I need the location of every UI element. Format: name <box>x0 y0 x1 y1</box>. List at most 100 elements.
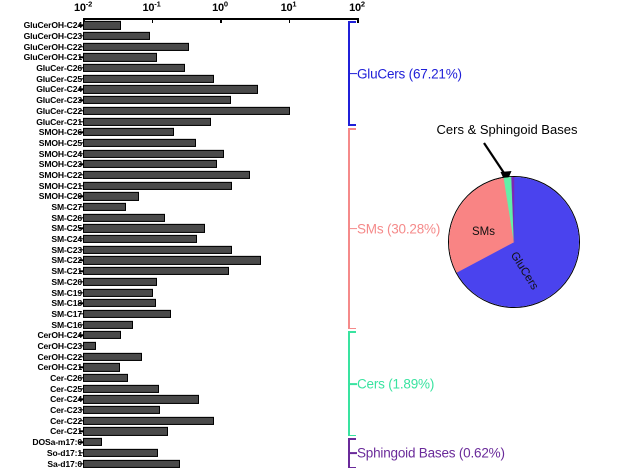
bar <box>83 267 229 276</box>
bar-category-label: So-d17:1 <box>46 447 82 458</box>
bar-category-label: Cer-C26 <box>50 373 82 384</box>
bracket-stem <box>348 72 357 75</box>
bar <box>83 74 215 83</box>
bar-row: SMOH-C25 <box>0 138 372 149</box>
bar <box>83 352 142 361</box>
y-axis-tick <box>79 291 83 294</box>
y-axis-tick <box>79 195 83 198</box>
bar <box>83 160 217 169</box>
x-axis-tick-label: 102 <box>349 0 365 14</box>
bar-row: SMOH-C20 <box>0 191 372 202</box>
bar-row: Cer-C23 <box>0 405 372 416</box>
bar <box>83 448 159 457</box>
bracket-cap-bot <box>348 124 356 126</box>
bracket-cap-top <box>348 438 356 441</box>
bar-category-label: Sa-d17:0 <box>47 458 82 469</box>
y-axis-tick <box>79 334 83 336</box>
bracket-cap-bot <box>348 434 356 437</box>
pie-slice <box>456 177 579 307</box>
y-axis-tick <box>79 281 83 283</box>
bar-category-label: Cer-C24 <box>50 394 82 405</box>
bar-category-label: GluCer-C24 <box>36 84 82 95</box>
bar-category-label: SM-C18 <box>51 298 82 309</box>
y-axis-tick <box>79 377 83 379</box>
bar-row: SM-C19 <box>0 287 372 298</box>
bar <box>83 181 233 190</box>
bar-row: GluCerOH-C21 <box>0 52 372 63</box>
bar <box>83 320 133 329</box>
bar-category-label: GluCerOH-C23 <box>23 31 83 42</box>
bar-row: GluCer-C26 <box>0 63 372 74</box>
bar <box>83 245 233 254</box>
bar <box>83 438 103 447</box>
bar <box>83 373 128 383</box>
bar <box>83 416 215 425</box>
bar <box>83 149 225 158</box>
bar <box>83 235 197 244</box>
y-axis-tick <box>79 184 83 187</box>
y-axis-tick <box>79 430 83 433</box>
y-axis-tick <box>79 174 83 176</box>
bar <box>83 96 232 105</box>
bar-category-label: SMOH-C22 <box>38 169 82 180</box>
y-axis-tick <box>79 345 83 347</box>
bar <box>83 64 186 73</box>
y-axis-tick <box>79 110 83 112</box>
x-axis-tick <box>83 18 85 23</box>
bar-category-label: SM-C23 <box>51 244 82 255</box>
y-axis-tick <box>79 163 83 165</box>
bar <box>83 331 122 340</box>
bracket-stem <box>348 382 357 385</box>
bar <box>83 406 161 415</box>
bar-category-label: SM-C25 <box>51 223 82 234</box>
bar-category-label: SMOH-C23 <box>38 159 82 170</box>
bar-category-label: SMOH-C24 <box>38 148 82 159</box>
bar-category-label: Cer-C21 <box>50 426 82 437</box>
y-axis-tick <box>79 24 83 27</box>
bar-category-label: CerOH-C21 <box>37 362 83 373</box>
bar-row: CerOH-C21 <box>0 362 372 373</box>
bar-row: GluCer-C22 <box>0 106 372 117</box>
bar-row: SM-C24 <box>0 234 372 245</box>
bar <box>83 341 97 351</box>
bar-row: Cer-C26 <box>0 373 372 384</box>
bracket-cap-top <box>348 331 356 334</box>
bar-row: SMOH-C22 <box>0 170 372 181</box>
bar <box>83 277 157 286</box>
bar-row: SM-C27 <box>0 202 372 213</box>
y-axis-tick <box>79 142 83 144</box>
y-axis-tick <box>79 152 83 155</box>
bar-category-label: SM-C16 <box>51 319 82 330</box>
pie-slice <box>511 177 515 243</box>
bar-category-label: Cer-C25 <box>50 383 82 394</box>
y-axis-tick <box>79 313 83 315</box>
bar-row: SM-C18 <box>0 298 372 309</box>
bar-row: SM-C16 <box>0 319 372 330</box>
bar-category-label: SM-C19 <box>51 287 82 298</box>
pie-slices <box>449 177 579 307</box>
bar-category-label: GluCer-C23 <box>36 95 82 106</box>
bar <box>83 309 171 318</box>
y-axis-tick <box>79 302 83 304</box>
bar <box>83 363 121 372</box>
bar-row: GluCerOH-C22 <box>0 41 372 52</box>
bar <box>83 256 262 265</box>
y-axis-tick <box>79 67 83 69</box>
bar-category-label: SM-C26 <box>51 212 82 223</box>
bar <box>83 213 166 222</box>
bracket-cap-bot <box>348 466 356 469</box>
bar <box>83 395 199 404</box>
group-bracket-label: SMs (30.28%) <box>357 221 441 237</box>
bar <box>83 427 169 436</box>
bar-row: SMOH-C24 <box>0 148 372 159</box>
bar-row: SM-C20 <box>0 277 372 288</box>
bar-row: SM-C25 <box>0 223 372 234</box>
y-axis-tick <box>79 88 83 91</box>
bar-row: GluCer-C24 <box>0 84 372 95</box>
bar-row: SMOH-C21 <box>0 180 372 191</box>
bar-category-label: CerOH-C22 <box>37 351 83 362</box>
bar-category-label: SM-C20 <box>51 276 82 287</box>
bar-category-label: SMOH-C20 <box>38 191 82 202</box>
